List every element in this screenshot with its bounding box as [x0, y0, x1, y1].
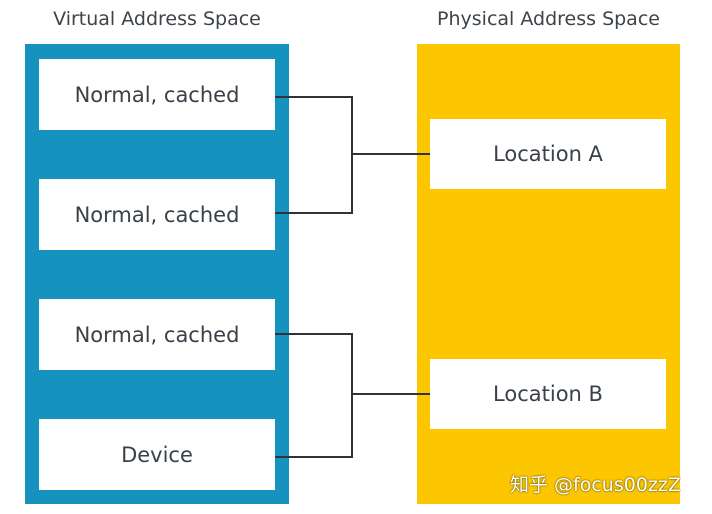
virtual-address-space-heading: Virtual Address Space	[53, 8, 261, 30]
virtual-region-normal-cached-1: Normal, cached	[39, 59, 275, 130]
physical-region-location-a: Location A	[430, 119, 666, 189]
physical-address-space-heading: Physical Address Space	[437, 8, 660, 30]
watermark: 知乎 @focus00zzZ	[510, 474, 681, 496]
physical-region-location-b: Location B	[430, 359, 666, 429]
virtual-region-device: Device	[39, 419, 275, 490]
mapping-to-location-a	[275, 96, 430, 214]
mapping-to-location-b	[275, 333, 430, 458]
virtual-region-normal-cached-3: Normal, cached	[39, 299, 275, 370]
virtual-region-normal-cached-2: Normal, cached	[39, 179, 275, 250]
physical-address-space-block	[417, 44, 680, 504]
